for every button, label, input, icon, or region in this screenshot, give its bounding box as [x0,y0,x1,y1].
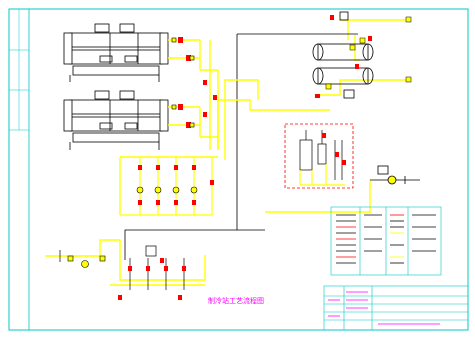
drawing-title: 制冷站工艺流程图 [208,297,264,305]
title-block [323,285,469,331]
chiller-unit-1 [63,23,169,82]
heat-exchanger-group [310,11,374,99]
chilled-pump-valves [138,165,214,205]
main-supply-pipe [45,19,410,286]
exchanger-fittings [325,16,412,90]
water-treatment-boundary [284,123,354,189]
water-treatment-valves [322,133,346,165]
water-treatment-equipment [299,130,343,180]
chilled-water-pumps [120,157,213,216]
exchanger-valves [315,15,372,98]
legend-entries [336,214,436,264]
chiller-fittings [171,37,195,128]
main-return-pipe [124,33,310,260]
cooling-pump-valves [118,258,186,300]
legend-table [330,206,442,276]
chiller-valves [168,39,219,150]
chiller-unit-2 [63,90,169,150]
cooling-pump-bodies [67,255,106,268]
outer-frame [8,8,469,331]
water-treatment-pipes [299,164,345,186]
inner-frame [28,8,469,331]
chiller-valve-symbols [178,37,217,128]
cooling-water-pumps [59,245,185,290]
left-margin-strip [9,9,29,131]
makeup-water-pump [370,165,420,185]
chilled-pump-bodies [136,186,198,194]
title-block-text-marks [328,291,440,325]
